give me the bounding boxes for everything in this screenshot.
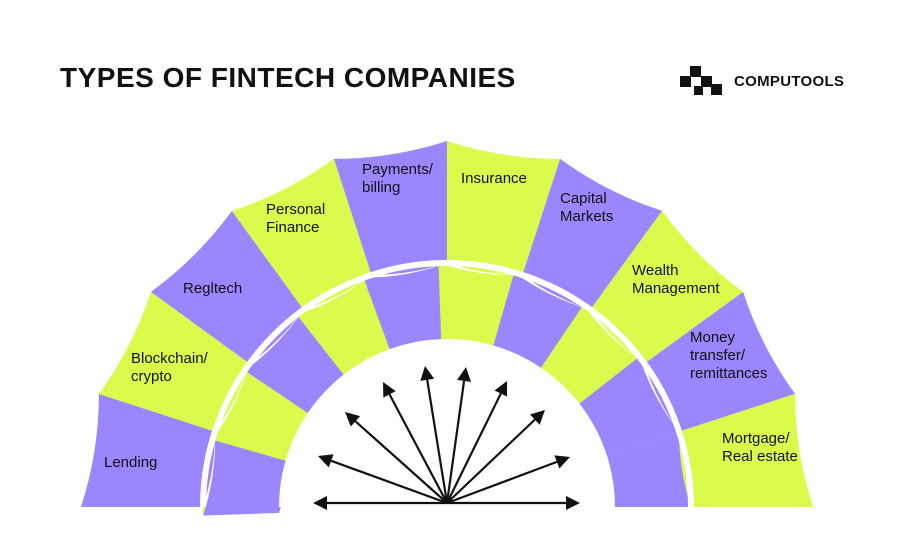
segment-label: Blockchain/crypto xyxy=(131,350,209,385)
segment-outer xyxy=(150,210,304,364)
inner-core xyxy=(279,339,615,507)
arrow-line xyxy=(446,393,502,504)
segment-outer xyxy=(447,141,561,275)
segment-inner xyxy=(363,263,447,350)
computools-logo-icon xyxy=(680,66,722,95)
arrow-head xyxy=(457,367,471,382)
segment-label: Payments/billing xyxy=(362,161,434,196)
segment-inner xyxy=(212,363,312,461)
arrow-head xyxy=(554,455,570,469)
segment-inner xyxy=(606,431,691,507)
segment-outer xyxy=(644,291,796,432)
labels-group: Lending Blockchain/crypto Regltech Personal… xyxy=(104,161,798,471)
arrow-head xyxy=(383,382,396,398)
brand-name: COMPUTOOLS xyxy=(734,72,845,90)
segment-inner xyxy=(296,274,396,375)
segment-label: Regltech xyxy=(183,280,242,297)
arrow-line xyxy=(354,420,448,504)
segment-outer xyxy=(333,141,447,275)
segment-label: Mortgage/Real estate xyxy=(722,430,798,465)
arrow-head xyxy=(313,496,327,510)
arrow-head xyxy=(530,410,545,425)
segment-inner xyxy=(579,356,680,456)
arrow-line xyxy=(445,380,466,504)
arrow-line xyxy=(330,459,448,505)
brand: COMPUTOOLS xyxy=(678,64,844,98)
ring-divider xyxy=(200,260,694,508)
segment-outer xyxy=(679,393,813,507)
arrow-head xyxy=(566,496,580,510)
segment-outer xyxy=(231,158,372,310)
page-title: TYPES OF FINTECH COMPANIES xyxy=(60,62,516,93)
segment-outer xyxy=(81,393,215,507)
segment-label: Insurance xyxy=(461,170,527,187)
arrow-head xyxy=(345,412,361,427)
dividers-group xyxy=(200,260,694,508)
arrow-line xyxy=(446,460,558,505)
arrow-head xyxy=(318,454,334,468)
segment-outer xyxy=(590,210,744,364)
arrows-group xyxy=(313,366,580,510)
segment-inner xyxy=(493,272,591,372)
segment-label: Lending xyxy=(104,454,157,471)
arrow-head xyxy=(494,381,508,397)
arrow-line xyxy=(388,393,448,504)
segment-outer xyxy=(522,158,663,310)
arrow-line xyxy=(426,379,449,504)
segments-group xyxy=(81,141,813,516)
arrow-head xyxy=(420,366,435,381)
segment-outer xyxy=(98,291,250,432)
arrow-line xyxy=(446,418,536,504)
